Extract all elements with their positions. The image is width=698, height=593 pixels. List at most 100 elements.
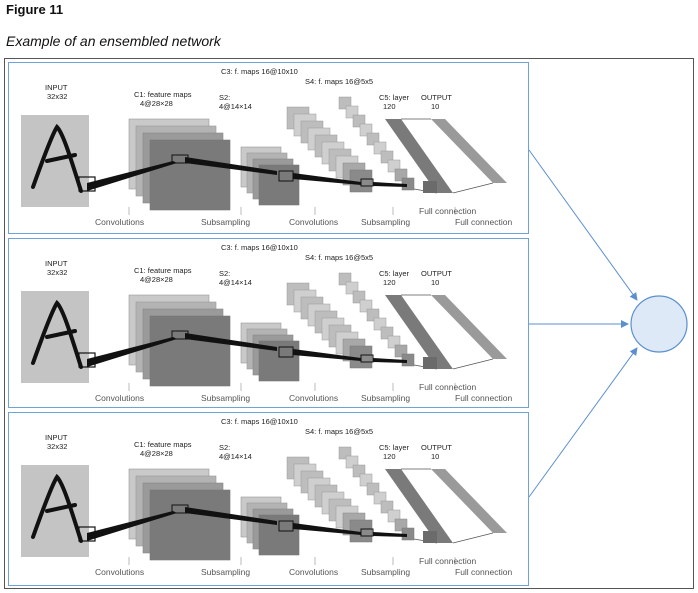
c1-size: 4@28×28 <box>140 275 173 284</box>
output-layer <box>431 119 507 183</box>
output-layer <box>431 295 507 359</box>
c5-size: 120 <box>383 278 396 287</box>
output-label: OUTPUT <box>421 443 452 452</box>
c3-stack <box>286 106 373 193</box>
op-subsampling: Subsampling <box>201 217 251 227</box>
c1-map <box>149 139 231 211</box>
c3-label: C3: f. maps 16@10x10 <box>221 243 298 252</box>
input-size: 32x32 <box>47 442 68 451</box>
output-size: 10 <box>431 452 440 461</box>
c5-layer <box>385 119 453 193</box>
projection-c3-s4 <box>373 358 407 363</box>
op-convolutions: Convolutions <box>95 217 145 227</box>
full-connection-line <box>452 358 494 370</box>
op-convolutions: Convolutions <box>289 393 339 403</box>
c5-layer <box>385 295 453 369</box>
op-subsampling: Subsampling <box>361 393 411 403</box>
ensemble-node <box>630 295 688 353</box>
op-full-connection: Full connection <box>419 556 477 566</box>
network-panel-1: INPUT 32x32 C1: feature maps 4@28×28 S2:… <box>8 62 529 234</box>
op-subsampling: Subsampling <box>201 567 251 577</box>
output-size: 10 <box>431 102 440 111</box>
op-convolutions: Convolutions <box>289 217 339 227</box>
s2-size: 4@14×14 <box>219 102 252 111</box>
op-full-connection: Full connection <box>455 393 513 403</box>
network-panel-2: INPUT 32x32 C1: feature maps 4@28×28 S2:… <box>8 238 529 408</box>
s2-size: 4@14×14 <box>219 278 252 287</box>
projection-s2-c3 <box>293 173 361 185</box>
c1-map <box>149 315 231 387</box>
s2-label: S2: <box>219 93 231 102</box>
input-size: 32x32 <box>47 92 68 101</box>
network-panel-3: INPUT 32x32 C1: feature maps 4@28×28 S2:… <box>8 412 529 586</box>
op-convolutions: Convolutions <box>95 567 145 577</box>
c5-label: C5: layer <box>379 93 410 102</box>
c3-label: C3: f. maps 16@10x10 <box>221 67 298 76</box>
figure-heading: Figure 11 <box>6 2 64 17</box>
projection-s2-c3 <box>293 523 361 535</box>
c5-label: C5: layer <box>379 269 410 278</box>
output-label: OUTPUT <box>421 93 452 102</box>
c1-label: C1: feature maps <box>134 90 192 99</box>
c1-map <box>149 489 231 561</box>
s4-output-node <box>423 357 437 369</box>
c1-size: 4@28×28 <box>140 449 173 458</box>
s2-label: S2: <box>219 269 231 278</box>
output-size: 10 <box>431 278 440 287</box>
s4-label: S4: f. maps 16@5x5 <box>305 77 374 86</box>
op-full-connection: Full connection <box>419 382 477 392</box>
op-full-connection: Full connection <box>455 567 513 577</box>
op-convolutions: Convolutions <box>289 567 339 577</box>
handwritten-a <box>31 123 83 193</box>
input-label: INPUT <box>45 259 68 268</box>
s2-size: 4@14×14 <box>219 452 252 461</box>
op-subsampling: Subsampling <box>361 567 411 577</box>
output-label: OUTPUT <box>421 269 452 278</box>
input-label: INPUT <box>45 433 68 442</box>
op-full-connection: Full connection <box>455 217 513 227</box>
lenet-diagram <box>21 272 507 391</box>
handwritten-a <box>31 473 83 543</box>
lenet-diagram <box>21 96 507 215</box>
projection-c1-s2 <box>185 333 277 351</box>
figure-caption: Example of an ensembled network <box>6 33 221 49</box>
output-layer <box>431 469 507 533</box>
full-connection-line <box>452 532 494 544</box>
projection-s2-c3 <box>293 349 361 361</box>
c5-size: 120 <box>383 452 396 461</box>
op-convolutions: Convolutions <box>95 393 145 403</box>
arrow-top <box>528 149 638 301</box>
c1-size: 4@28×28 <box>140 99 173 108</box>
s4-stack <box>338 96 415 191</box>
projection-c3-s4 <box>373 532 407 537</box>
projection-input-c1 <box>87 511 177 541</box>
handwritten-a <box>31 299 83 369</box>
lenet-diagram <box>21 446 507 565</box>
op-subsampling: Subsampling <box>201 393 251 403</box>
s4-label: S4: f. maps 16@5x5 <box>305 253 374 262</box>
c1-label: C1: feature maps <box>134 440 192 449</box>
c5-layer <box>385 469 453 543</box>
s4-label: S4: f. maps 16@5x5 <box>305 427 374 436</box>
op-subsampling: Subsampling <box>361 217 411 227</box>
c5-size: 120 <box>383 102 396 111</box>
input-size: 32x32 <box>47 268 68 277</box>
op-full-connection: Full connection <box>419 206 477 216</box>
figure-frame <box>4 58 694 589</box>
c3-label: C3: f. maps 16@10x10 <box>221 417 298 426</box>
projection-c1-s2 <box>185 507 277 525</box>
s4-output-node <box>423 181 437 193</box>
input-label: INPUT <box>45 83 68 92</box>
s4-output-node <box>423 531 437 543</box>
projection-input-c1 <box>87 161 177 191</box>
s4-stack <box>338 446 415 541</box>
arrow-bottom <box>528 347 638 498</box>
c5-label: C5: layer <box>379 443 410 452</box>
projection-c3-s4 <box>373 182 407 187</box>
projection-input-c1 <box>87 337 177 367</box>
s2-label: S2: <box>219 443 231 452</box>
c1-label: C1: feature maps <box>134 266 192 275</box>
s4-stack <box>338 272 415 367</box>
projection-c1-s2 <box>185 157 277 175</box>
